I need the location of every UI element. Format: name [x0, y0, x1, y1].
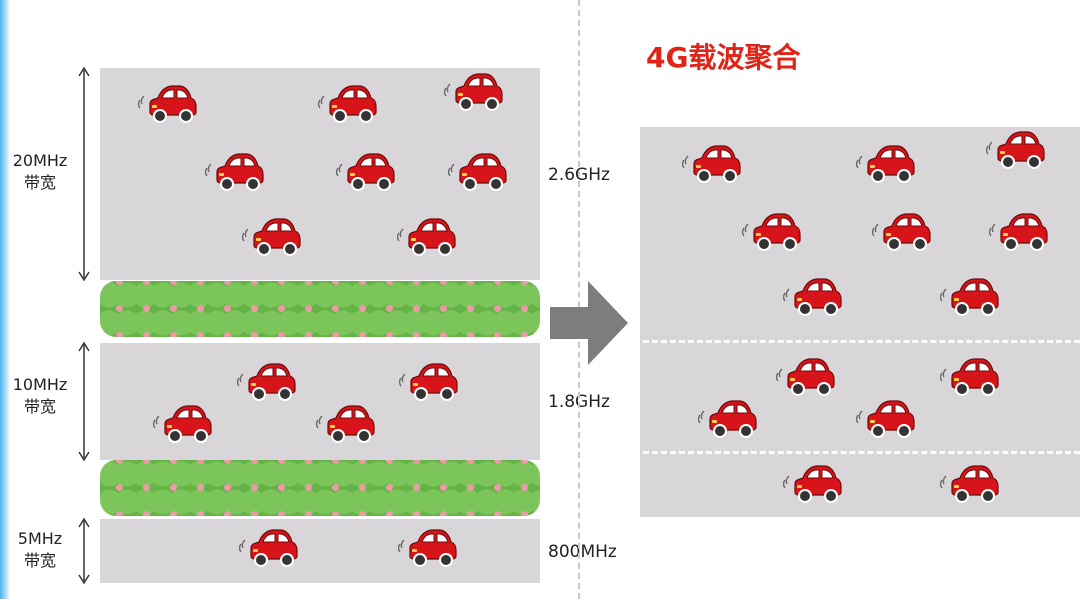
car-icon — [153, 402, 213, 446]
bandwidth-arrow-icon — [77, 66, 91, 282]
bandwidth-unit-text: 带宽 — [23, 173, 56, 192]
car-icon — [239, 526, 299, 570]
car-icon — [237, 360, 297, 404]
car-icon — [940, 462, 1000, 506]
car-icon — [205, 150, 265, 194]
road-5mhz — [100, 519, 540, 583]
bandwidth-text: 10MHz — [12, 375, 68, 394]
car-icon — [940, 355, 1000, 399]
bandwidth-arrow-icon — [77, 341, 91, 462]
bandwidth-unit-text: 带宽 — [23, 397, 56, 416]
car-icon — [444, 70, 504, 114]
car-icon — [940, 275, 1000, 319]
band-label-5mhz: 5MHz 带宽 — [10, 528, 70, 572]
car-icon — [682, 142, 742, 186]
band-label-10mhz: 10MHz 带宽 — [10, 374, 70, 418]
car-icon — [138, 82, 198, 126]
car-icon — [856, 142, 916, 186]
lane-marking-2 — [643, 451, 1080, 454]
bandwidth-arrow-icon — [77, 517, 91, 585]
car-icon — [398, 526, 458, 570]
aggregation-arrow-icon — [550, 281, 628, 369]
car-icon — [316, 402, 376, 446]
bandwidth-text: 20MHz — [12, 151, 68, 170]
car-icon — [698, 397, 758, 441]
car-icon — [318, 82, 378, 126]
car-icon — [856, 397, 916, 441]
hedge-divider-2 — [100, 460, 540, 516]
car-icon — [776, 355, 836, 399]
car-icon — [783, 462, 843, 506]
bandwidth-unit-text: 带宽 — [23, 551, 56, 570]
carrier-aggregation-title: 4G载波聚合 — [646, 41, 801, 74]
frequency-label-800mhz: 800MHz — [548, 542, 617, 562]
car-icon — [399, 360, 459, 404]
band-label-20mhz: 20MHz 带宽 — [10, 150, 70, 194]
left-edge-accent — [0, 0, 10, 599]
car-icon — [989, 210, 1049, 254]
car-icon — [783, 275, 843, 319]
section-divider — [578, 0, 580, 599]
car-icon — [397, 215, 457, 259]
car-icon — [242, 215, 302, 259]
lane-marking-1 — [643, 340, 1080, 343]
car-icon — [336, 150, 396, 194]
bandwidth-text: 5MHz — [17, 529, 63, 548]
car-icon — [448, 150, 508, 194]
car-icon — [872, 210, 932, 254]
car-icon — [986, 128, 1046, 172]
car-icon — [742, 210, 802, 254]
hedge-divider-1 — [100, 281, 540, 337]
